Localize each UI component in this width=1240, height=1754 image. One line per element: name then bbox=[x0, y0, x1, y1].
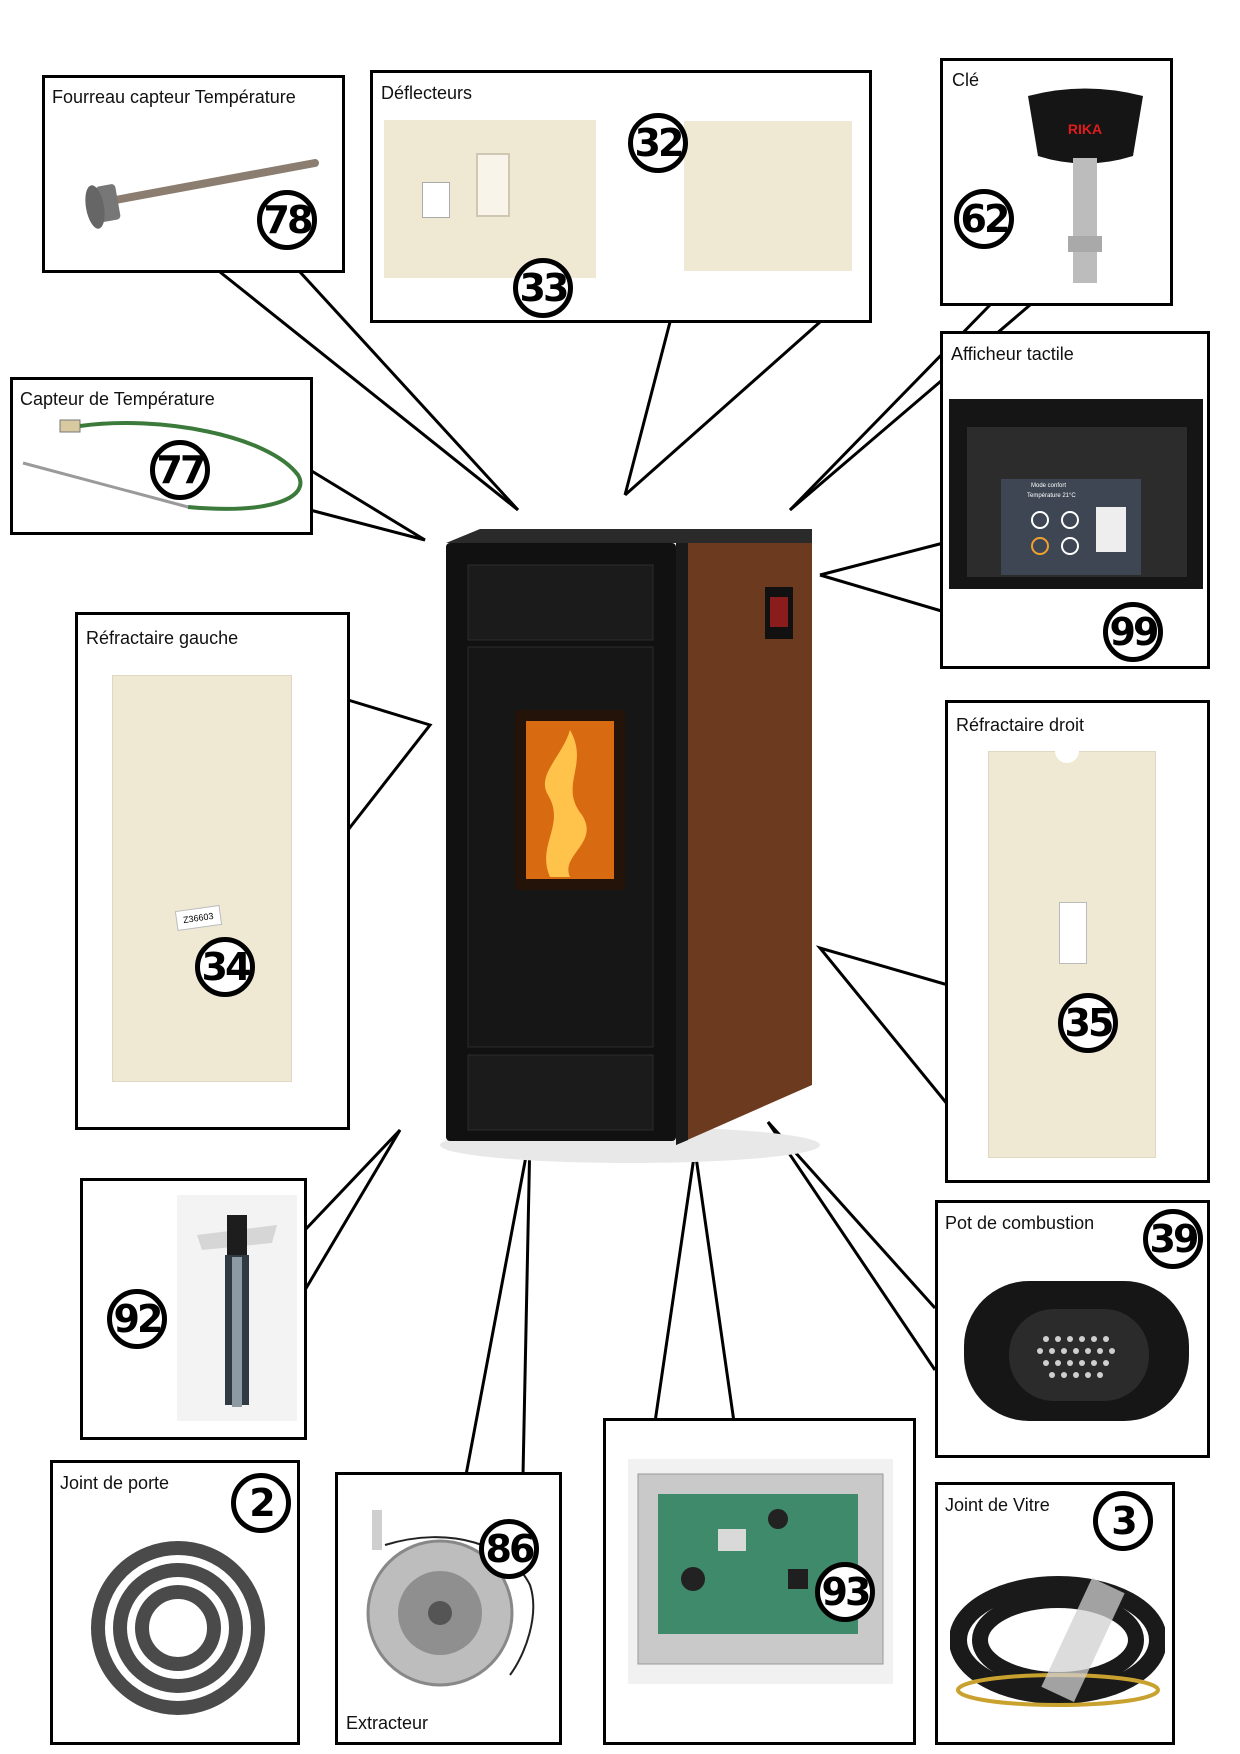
callout-fourreau: Fourreau capteur Température 78 bbox=[42, 75, 345, 273]
part-number-badge: 77 bbox=[150, 440, 210, 500]
touch-display-photo: Mode confort Température 21°C bbox=[949, 399, 1203, 589]
temperature-sensor-photo bbox=[22, 419, 303, 511]
stove-icon bbox=[1096, 507, 1126, 552]
refractory-right-photo bbox=[988, 751, 1156, 1158]
part-number-badge: 86 bbox=[479, 1519, 539, 1579]
leader-extracteur bbox=[464, 1134, 532, 1476]
sensor-sleeve-photo bbox=[85, 159, 319, 229]
display-mode-text: Mode confort bbox=[1031, 483, 1067, 489]
key-photo: RIKA bbox=[1028, 88, 1143, 283]
deflector-hook bbox=[476, 153, 510, 217]
part-title: Réfractaire droit bbox=[956, 715, 1085, 735]
deflector-plate-32 bbox=[684, 121, 852, 271]
fan-extractor-photo bbox=[366, 1510, 535, 1687]
part-title: Pot de combustion bbox=[945, 1213, 1095, 1233]
part-title: Extracteur bbox=[346, 1713, 429, 1733]
minus-icon bbox=[1031, 511, 1049, 529]
leader-gauche bbox=[346, 698, 433, 831]
leader-deflecteurs bbox=[623, 321, 672, 496]
part-title: Clé bbox=[952, 70, 980, 90]
callout-refractaire-gauche: Réfractaire gauche Z36603 34 bbox=[75, 612, 350, 1130]
leader-allumeur bbox=[303, 1128, 402, 1291]
leader-afficheur bbox=[819, 538, 956, 577]
refractory-label bbox=[1059, 902, 1087, 964]
part-number-badge: 78 bbox=[257, 190, 317, 250]
leader-deflecteurs-b bbox=[624, 320, 821, 497]
part-number-badge: 92 bbox=[107, 1289, 167, 1349]
part-number-badge: 3 bbox=[1093, 1491, 1153, 1551]
power-icon bbox=[1061, 537, 1079, 555]
part-number-badge-32: 32 bbox=[628, 113, 688, 173]
part-number-badge-33: 33 bbox=[513, 258, 573, 318]
leader-fourreau bbox=[219, 270, 519, 512]
refractory-left-photo: Z36603 bbox=[112, 675, 292, 1082]
part-title: Fourreau capteur Température bbox=[52, 87, 296, 107]
part-number-badge: 62 bbox=[954, 189, 1014, 249]
callout-pot: Pot de combustion 39 bbox=[935, 1200, 1210, 1458]
door-gasket-photo bbox=[91, 1541, 265, 1715]
part-title: Joint de Vitre bbox=[945, 1495, 1050, 1515]
refractory-notch bbox=[1055, 751, 1079, 763]
leader-droit bbox=[815, 945, 950, 1106]
igniter-photo bbox=[177, 1195, 297, 1421]
leader-capteur-b bbox=[309, 508, 426, 542]
flame-icon bbox=[1031, 537, 1049, 555]
part-title: Capteur de Température bbox=[20, 389, 215, 409]
callout-cle: Clé RIKA 62 bbox=[940, 58, 1173, 306]
leader-fourreau-b bbox=[298, 270, 520, 512]
leader-afficheur-b bbox=[819, 573, 956, 617]
part-number-badge: 34 bbox=[195, 937, 255, 997]
part-title: Déflecteurs bbox=[381, 83, 473, 103]
display-temp-text: Température 21°C bbox=[1027, 493, 1076, 499]
callout-deflecteurs: Déflecteurs 32 33 bbox=[370, 70, 872, 323]
leader-carte bbox=[653, 1149, 736, 1423]
callout-capteur: Capteur de Température 77 bbox=[10, 377, 313, 535]
leader-pot-b bbox=[766, 1121, 937, 1371]
callout-joint-vitre: Joint de Vitre 3 bbox=[935, 1482, 1175, 1745]
part-number-badge: 2 bbox=[231, 1473, 291, 1533]
deflector-label bbox=[422, 182, 450, 218]
part-title: Joint de porte bbox=[60, 1473, 170, 1493]
glass-gasket-photo bbox=[950, 1576, 1165, 1707]
callout-refractaire-droit: Réfractaire droit 35 bbox=[945, 700, 1210, 1183]
callout-joint-porte: Joint de porte 2 bbox=[50, 1460, 300, 1745]
part-title: Afficheur tactile bbox=[951, 344, 1074, 364]
refractory-label: Z36603 bbox=[174, 904, 222, 932]
key-brand: RIKA bbox=[1068, 121, 1102, 137]
callout-allumeur: 92 bbox=[80, 1178, 307, 1440]
part-title: Réfractaire gauche bbox=[86, 628, 239, 648]
leader-capteur bbox=[309, 468, 426, 542]
plus-icon bbox=[1061, 511, 1079, 529]
display-screen: Mode confort Température 21°C bbox=[1001, 479, 1141, 575]
deflector-plate-33 bbox=[384, 120, 596, 278]
callout-carte: 93 bbox=[603, 1418, 916, 1745]
part-number-badge: 39 bbox=[1143, 1209, 1203, 1269]
burn-pot-photo bbox=[964, 1281, 1189, 1421]
callout-afficheur: Afficheur tactile Mode confort Températu… bbox=[940, 331, 1210, 669]
pellet-stove bbox=[440, 525, 820, 1165]
part-number-badge: 99 bbox=[1103, 602, 1163, 662]
part-number-badge: 93 bbox=[815, 1562, 875, 1622]
callout-extracteur: Extracteur 86 bbox=[335, 1472, 562, 1745]
part-number-badge: 35 bbox=[1058, 993, 1118, 1053]
